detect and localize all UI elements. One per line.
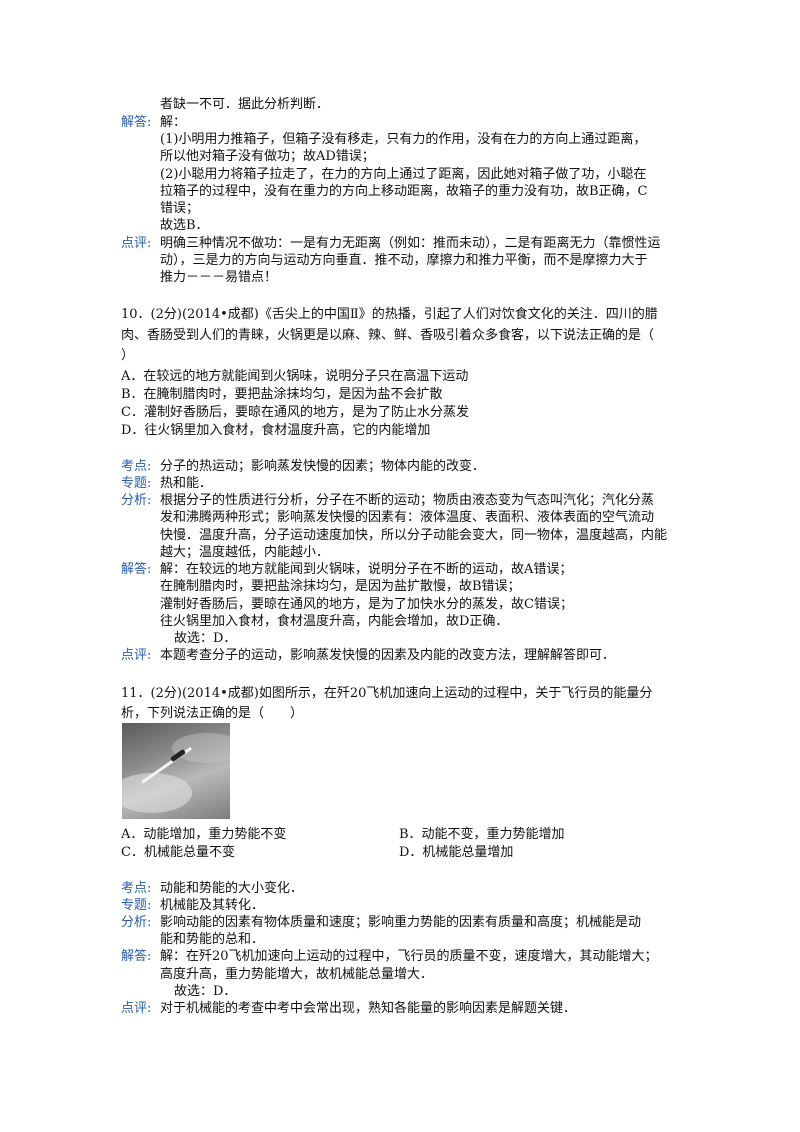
q10-kaodian-label: 考点: bbox=[121, 459, 152, 474]
q10-answer-line: 灌制好香肠后，要晾在通风的地方，是为了加快水分的蒸发，故C错误； bbox=[160, 597, 573, 612]
q11-stem-line: 析，下列说法正确的是（ ） bbox=[121, 706, 304, 721]
q11-answer-line: 故选：D． bbox=[174, 984, 237, 999]
q10-option-c: C．灌制好香肠后，要晾在通风的地方，是为了防止水分蒸发 bbox=[121, 405, 469, 420]
q10-answer-line: 在腌制腊肉时，要把盐涂抹均匀，是因为盐扩散慢，故B错误； bbox=[160, 579, 521, 594]
q10-analysis-label: 分析: bbox=[121, 493, 152, 508]
q9-comment-line: 动），三是力的方向与运动方向垂直．推不动，摩擦力和推力平衡，而不是摩擦力大于 bbox=[160, 253, 648, 268]
q11-option-d: D．机械能总量增加 bbox=[399, 845, 514, 860]
q9-answer-line: 拉箱子的过程中，没有在重力的方向上移动距离，故箱子的重力没有功，故B正确，C bbox=[160, 184, 648, 199]
q9-answer-line: 所以他对箱子没有做功；故AD错误； bbox=[160, 149, 375, 164]
q11-answer-label: 解答: bbox=[121, 949, 152, 964]
q9-comment-line: 明确三种情况不做功：一是有力无距离（例如：推而未动），二是有距离无力（靠惯性运 bbox=[160, 236, 661, 251]
q10-stem-line: 肉、香肠受到人们的青睐，火锅更是以麻、辣、鲜、香吸引着众多食客，以下说法正确的是… bbox=[121, 328, 655, 343]
q9-answer-label: 解答: bbox=[121, 115, 152, 130]
q10-analysis-line: 越大；温度越低，内能越小． bbox=[160, 545, 330, 560]
q11-stem-line: 11．(2分)(2014•成都)如图所示，在歼20飞机加速向上运动的过程中，关于… bbox=[121, 686, 653, 701]
q11-answer-line: 解：在歼20飞机加速向上运动的过程中，飞行员的质量不变，速度增大，其动能增大； bbox=[160, 949, 658, 964]
q10-answer-line: 解：在较远的地方就能闻到火锅味，说明分子在不断的运动，故A错误； bbox=[160, 562, 573, 577]
fighter-jet-photo bbox=[122, 723, 230, 819]
q10-answer-line: 故选：D． bbox=[174, 631, 237, 646]
q11-analysis-label: 分析: bbox=[121, 915, 152, 930]
q11-zhuanti-label: 专题: bbox=[121, 898, 152, 913]
q11-answer-line: 高度升高，重力势能增大，故机械能总量增大． bbox=[160, 967, 434, 982]
q10-kaodian: 分子的热运动；影响蒸发快慢的因素；物体内能的改变． bbox=[160, 459, 486, 474]
q11-option-b: B．动能不变，重力势能增加 bbox=[399, 827, 565, 842]
q11-analysis-line: 能和势能的总和． bbox=[160, 932, 265, 947]
q9-answer-line: (2)小聪用力将箱子拉走了，在力的方向上通过了距离，因此她对箱子做了功，小聪在 bbox=[160, 167, 647, 182]
q9-comment-label: 点评: bbox=[121, 236, 152, 251]
q9-analysis-tail: 者缺一不可．据此分析判断． bbox=[160, 97, 330, 112]
q10-option-b: B．在腌制腊肉时，要把盐涂抹均匀，是因为盐不会扩散 bbox=[121, 387, 443, 402]
q9-answer-line: 故选B． bbox=[160, 218, 209, 233]
q11-kaodian: 动能和势能的大小变化． bbox=[160, 881, 304, 896]
q11-analysis-line: 影响动能的因素有物体质量和速度；影响重力势能的因素有质量和高度；机械能是动 bbox=[160, 915, 642, 930]
q10-zhuanti-label: 专题: bbox=[121, 476, 152, 491]
q10-analysis-line: 发和沸腾两种形式；影响蒸发快慢的因素有：液体温度、表面积、液体表面的空气流动 bbox=[160, 510, 655, 525]
q9-answer-line: (1)小明用力推箱子，但箱子没有移走，只有力的作用，没有在力的方向上通过距离， bbox=[160, 132, 647, 147]
q10-stem-line: 10．(2分)(2014•成都)《舌尖上的中国Ⅱ》的热播，引起了人们对饮食文化的… bbox=[121, 307, 658, 322]
q11-comment-label: 点评: bbox=[121, 1001, 152, 1016]
q11-zhuanti: 机械能及其转化． bbox=[160, 898, 265, 913]
q9-comment-line: 推力－－－易错点！ bbox=[160, 270, 278, 285]
q10-stem-line: ） bbox=[121, 348, 135, 363]
q11-kaodian-label: 考点: bbox=[121, 881, 152, 896]
q10-option-d: D．往火锅里加入食材，食材温度升高，它的内能增加 bbox=[121, 423, 431, 438]
q10-answer-label: 解答: bbox=[121, 562, 152, 577]
q10-analysis-line: 快慢．温度升高，分子运动速度加快，所以分子动能会变大，同一物体，温度越高，内能 bbox=[160, 528, 668, 543]
q11-option-a: A．动能增加，重力势能不变 bbox=[121, 827, 287, 842]
q11-comment: 对于机械能的考查中考中会常出现，熟知各能量的影响因素是解题关键． bbox=[160, 1001, 577, 1016]
q9-answer-line: 错误； bbox=[160, 201, 200, 216]
q10-comment: 本题考查分子的运动，影响蒸发快慢的因素及内能的改变方法，理解解答即可． bbox=[160, 648, 616, 663]
q10-comment-label: 点评: bbox=[121, 648, 152, 663]
q11-option-c: C．机械能总量不变 bbox=[121, 845, 235, 860]
q10-analysis-line: 根据分子的性质进行分析，分子在不断的运动；物质由液态变为气态叫汽化；汽化分蒸 bbox=[160, 493, 655, 508]
q9-answer-line: 解： bbox=[160, 115, 187, 130]
q10-option-a: A．在较远的地方就能闻到火锅味，说明分子只在高温下运动 bbox=[121, 369, 469, 384]
q10-answer-line: 往火锅里加入食材，食材温度升高，内能会增加，故D正确． bbox=[160, 614, 509, 629]
q10-zhuanti: 热和能． bbox=[160, 476, 213, 491]
